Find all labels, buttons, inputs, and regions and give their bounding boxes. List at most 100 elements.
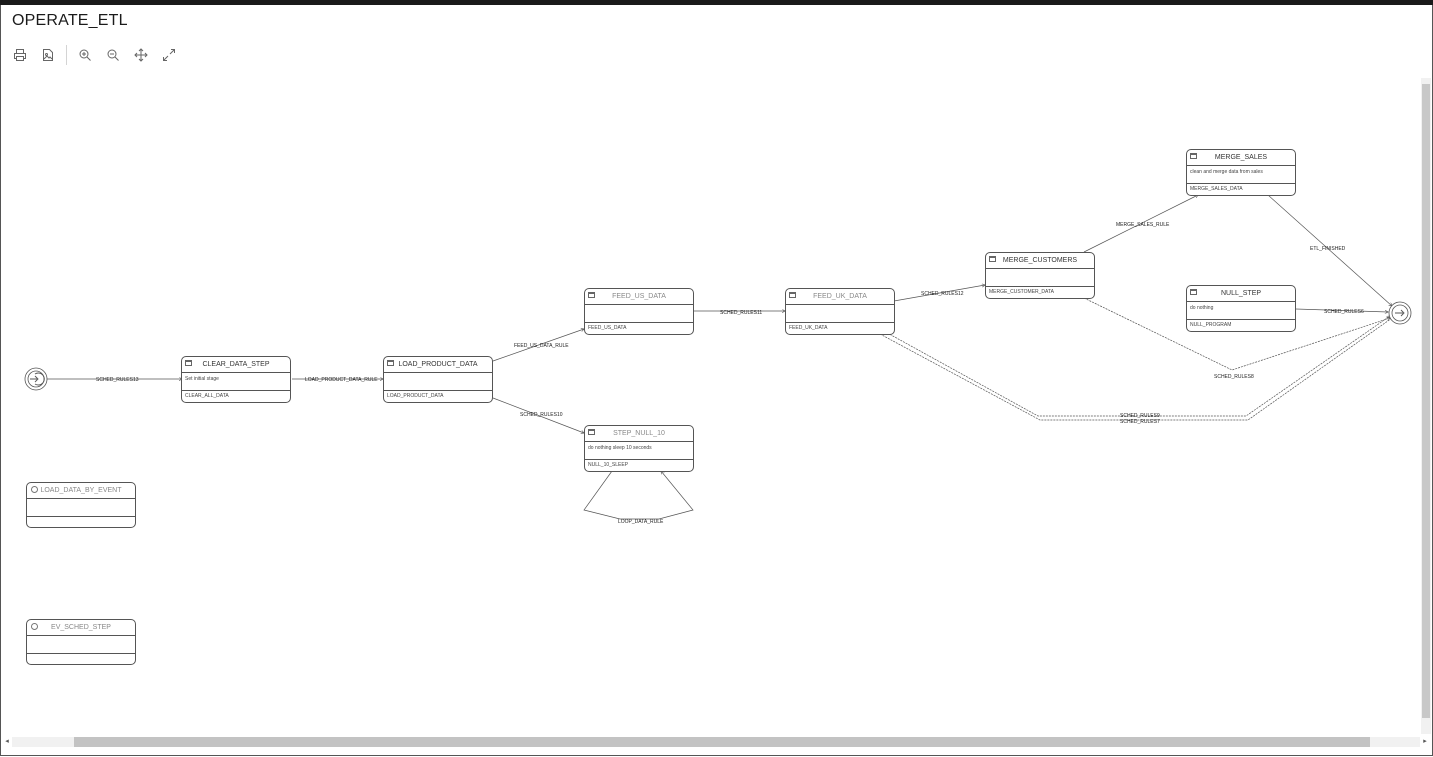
horizontal-scrollbar[interactable] (12, 737, 1420, 747)
node-merge-customers[interactable]: MERGE_CUSTOMERS MERGE_CUSTOMER_DATA (985, 252, 1095, 299)
node-title: LOAD_PRODUCT_DATA (398, 361, 478, 368)
enter-icon (30, 372, 45, 386)
expand-icon (163, 49, 175, 61)
edge-label: LOAD_PRODUCT_DATA_RULE (305, 377, 378, 383)
edge-load-stepnull (492, 397, 584, 433)
edge-feeduk-mergecust (893, 285, 985, 302)
node-program: MERGE_SALES_DATA (1190, 186, 1243, 192)
node-description: do nothing (1187, 302, 1295, 320)
node-program (27, 517, 135, 527)
export-image-button[interactable] (34, 44, 62, 66)
edge-label: SCHED_RULES13 (96, 377, 139, 383)
edge-label: SCHED_RULES6 (1324, 309, 1364, 315)
edge-label: SCHED_RULES8 (1214, 374, 1254, 380)
edge-load-feedus (492, 329, 584, 362)
node-description (986, 269, 1094, 287)
node-description (27, 499, 135, 517)
edge-label: MERGE_SALES_RULE (1116, 222, 1170, 228)
step-icon (989, 256, 996, 262)
edge-label: SCHED_RULES11 (720, 310, 762, 316)
edge-feeduk-end-b (879, 317, 1393, 421)
edge-label: LOOP_DATA_RULE (618, 519, 664, 525)
node-description (786, 305, 894, 323)
image-icon (43, 49, 53, 61)
edge-mergecust-end (1083, 297, 1390, 371)
node-load-data-by-event[interactable]: LOAD_DATA_BY_EVENT (26, 482, 136, 528)
vertical-scrollbar[interactable] (1421, 78, 1431, 734)
node-feed-us-data[interactable]: FEED_US_DATA FEED_US_DATA (584, 288, 694, 335)
edge-label: SCHED_RULES9 (1120, 413, 1160, 419)
node-title: NULL_STEP (1220, 290, 1262, 297)
node-title: MERGE_CUSTOMERS (1002, 257, 1078, 264)
edge-mergesales-end (1267, 194, 1392, 306)
node-description: Set initial stage (182, 373, 290, 391)
node-null-step[interactable]: NULL_STEP do nothing NULL_PROGRAM (1186, 285, 1296, 332)
node-program: NULL_10_SLEEP (588, 462, 629, 468)
edge-label: SCHED_RULES7 (1120, 419, 1160, 425)
node-description: do nothing sleep 10 seconds (585, 442, 693, 460)
node-step-null-10[interactable]: STEP_NULL_10 do nothing sleep 10 seconds… (584, 425, 694, 472)
step-icon (789, 292, 796, 298)
window-top-bar (0, 0, 1433, 5)
zoom-in-icon (79, 49, 91, 61)
event-clock-icon (31, 623, 38, 630)
step-icon (185, 360, 192, 366)
edge-nullstep-end (1295, 308, 1388, 312)
node-program: FEED_US_DATA (588, 325, 627, 331)
edge-mergecust-mergesales (1083, 195, 1198, 253)
node-title: MERGE_SALES (1214, 154, 1268, 161)
toolbar-separator (66, 45, 67, 65)
step-icon (387, 360, 394, 366)
edge-feeduk-end-a (881, 316, 1390, 417)
node-program: MERGE_CUSTOMER_DATA (989, 289, 1055, 295)
printer-icon (14, 49, 26, 61)
start-node[interactable] (24, 367, 48, 391)
node-merge-sales[interactable]: MERGE_SALES clean and merge data from sa… (1186, 149, 1296, 196)
edge-label: SCHED_RULES12 (921, 291, 964, 297)
step-icon (588, 429, 595, 435)
fit-button[interactable] (155, 44, 183, 66)
diagram-edges: SCHED_RULES13 LOAD_PRODUCT_DATA_RULE FEE… (24, 78, 1412, 525)
node-description (585, 305, 693, 323)
vertical-scrollbar-thumb[interactable] (1422, 84, 1430, 718)
node-load-product-data[interactable]: LOAD_PRODUCT_DATA LOAD_PRODUCT_DATA (383, 356, 493, 403)
horizontal-scrollbar-thumb[interactable] (74, 737, 1370, 747)
zoom-out-button[interactable] (99, 44, 127, 66)
zoom-out-icon (107, 49, 119, 61)
node-program: FEED_UK_DATA (789, 325, 828, 331)
scroll-right-button[interactable]: ▸ (1423, 738, 1427, 745)
edge-label: FEED_US_DATA_RULE (514, 343, 569, 349)
node-feed-uk-data[interactable]: FEED_UK_DATA FEED_UK_DATA (785, 288, 895, 335)
node-program: CLEAR_ALL_DATA (185, 393, 229, 399)
zoom-in-button[interactable] (71, 44, 99, 66)
node-title: FEED_UK_DATA (813, 293, 867, 300)
scroll-left-button[interactable]: ◂ (5, 738, 9, 745)
node-ev-sched-step[interactable]: EV_SCHED_STEP (26, 619, 136, 665)
edge-label: SCHED_RULES10 (520, 412, 563, 418)
node-title: CLEAR_DATA_STEP (202, 361, 270, 368)
node-program: NULL_PROGRAM (1190, 322, 1232, 328)
edge-label: ETL_FINISHED (1310, 246, 1346, 252)
node-title: EV_SCHED_STEP (51, 624, 111, 631)
diagram-toolbar (6, 44, 183, 66)
node-clear-data-step[interactable]: CLEAR_DATA_STEP Set initial stage CLEAR_… (181, 356, 291, 403)
exit-icon (1395, 309, 1405, 317)
node-description (384, 373, 492, 391)
step-icon (588, 292, 595, 298)
diagram-canvas[interactable]: SCHED_RULES13 LOAD_PRODUCT_DATA_RULE FEE… (2, 78, 1421, 734)
step-icon (1190, 289, 1197, 295)
node-title: STEP_NULL_10 (613, 430, 665, 437)
node-program: LOAD_PRODUCT_DATA (387, 393, 444, 399)
node-title: FEED_US_DATA (612, 293, 666, 300)
move-icon (134, 48, 148, 62)
edge-loop (583, 471, 694, 520)
pan-button[interactable] (127, 44, 155, 66)
end-node[interactable] (1388, 301, 1412, 325)
event-clock-icon (31, 486, 38, 493)
node-program (27, 654, 135, 664)
node-description: clean and merge data from sales (1187, 166, 1295, 184)
node-title: LOAD_DATA_BY_EVENT (40, 487, 122, 494)
print-button[interactable] (6, 44, 34, 66)
node-description (27, 636, 135, 654)
page-title: OPERATE_ETL (12, 12, 128, 29)
